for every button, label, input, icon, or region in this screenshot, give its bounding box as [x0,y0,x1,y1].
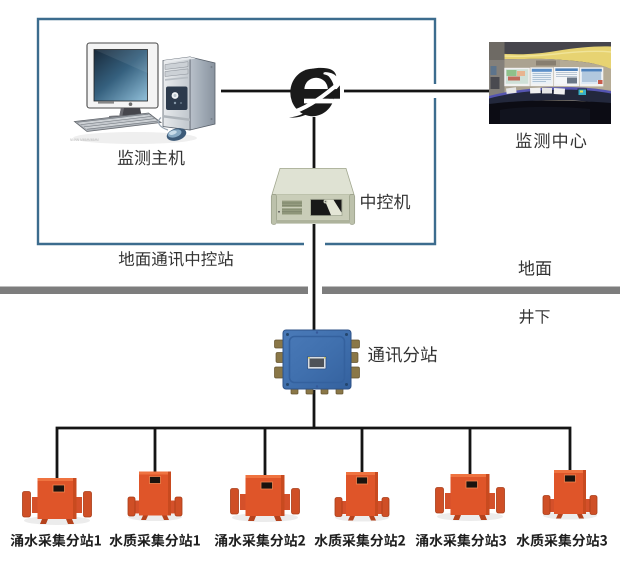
svg-text:NNNN MMMMMMM: NNNN MMMMMMM [70,138,99,142]
